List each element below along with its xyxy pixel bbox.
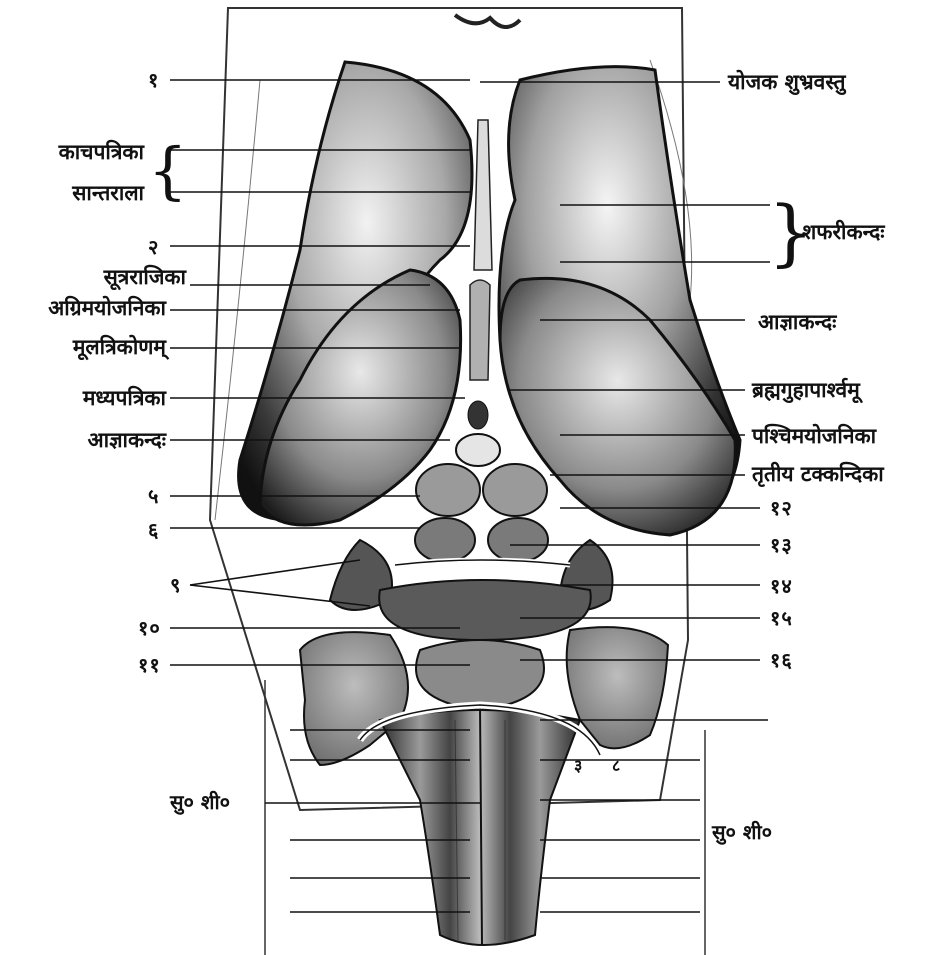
- label-sutrarajika: सूत्रराजिका: [104, 267, 186, 288]
- label-kachapatrika: काचपत्रिका: [59, 142, 144, 163]
- label-shaphari: शफरीकन्दः: [802, 222, 885, 243]
- label-madhyapatrika: मध्यपत्रिका: [83, 388, 166, 409]
- label-11: ११: [138, 655, 161, 675]
- label-9: ९: [170, 575, 181, 595]
- label-mulatrikonam: मूलत्रिकोणम्: [73, 337, 166, 358]
- label-8: ८: [612, 758, 620, 774]
- label-yojaka: योजक शुभ्रवस्तु: [728, 72, 846, 93]
- label-5: ५: [148, 486, 159, 506]
- colliculus-left-upper: [416, 464, 480, 516]
- label-santarala: सान्तराला: [72, 183, 144, 204]
- label-16: १६: [770, 650, 793, 670]
- label-2: २: [148, 237, 159, 257]
- label-14: १४: [770, 576, 793, 596]
- label-12: १२: [770, 498, 793, 518]
- label-pashchima: पश्चिमयोजनिका: [752, 426, 876, 447]
- label-ajnakanda-right: आज्ञाकन्दः: [758, 312, 836, 333]
- colliculus-right-lower: [488, 518, 548, 562]
- label-sushi-right: सु० शी०: [712, 822, 772, 842]
- label-10: १०: [138, 618, 161, 638]
- label-6: ६: [148, 520, 159, 540]
- label-agrimayojanika: अग्रिमयोजनिका: [48, 298, 166, 319]
- brace-left: {: [148, 140, 187, 202]
- label-brahma: ब्रह्मगुहापार्श्वमू: [752, 380, 860, 401]
- label-tritiya: तृतीय टक्कन्दिका: [752, 464, 884, 485]
- colliculus-right-upper: [483, 464, 547, 516]
- label-1: १: [148, 70, 159, 90]
- label-sushi-left: सु० शी०: [170, 792, 230, 812]
- label-ajnakanda-left: आज्ञाकन्दः: [88, 430, 166, 451]
- label-15: १५: [770, 608, 793, 628]
- pineal-body: [456, 434, 500, 466]
- colliculus-left-lower: [415, 518, 475, 562]
- label-3: ३: [574, 758, 582, 774]
- label-13: १३: [770, 535, 793, 555]
